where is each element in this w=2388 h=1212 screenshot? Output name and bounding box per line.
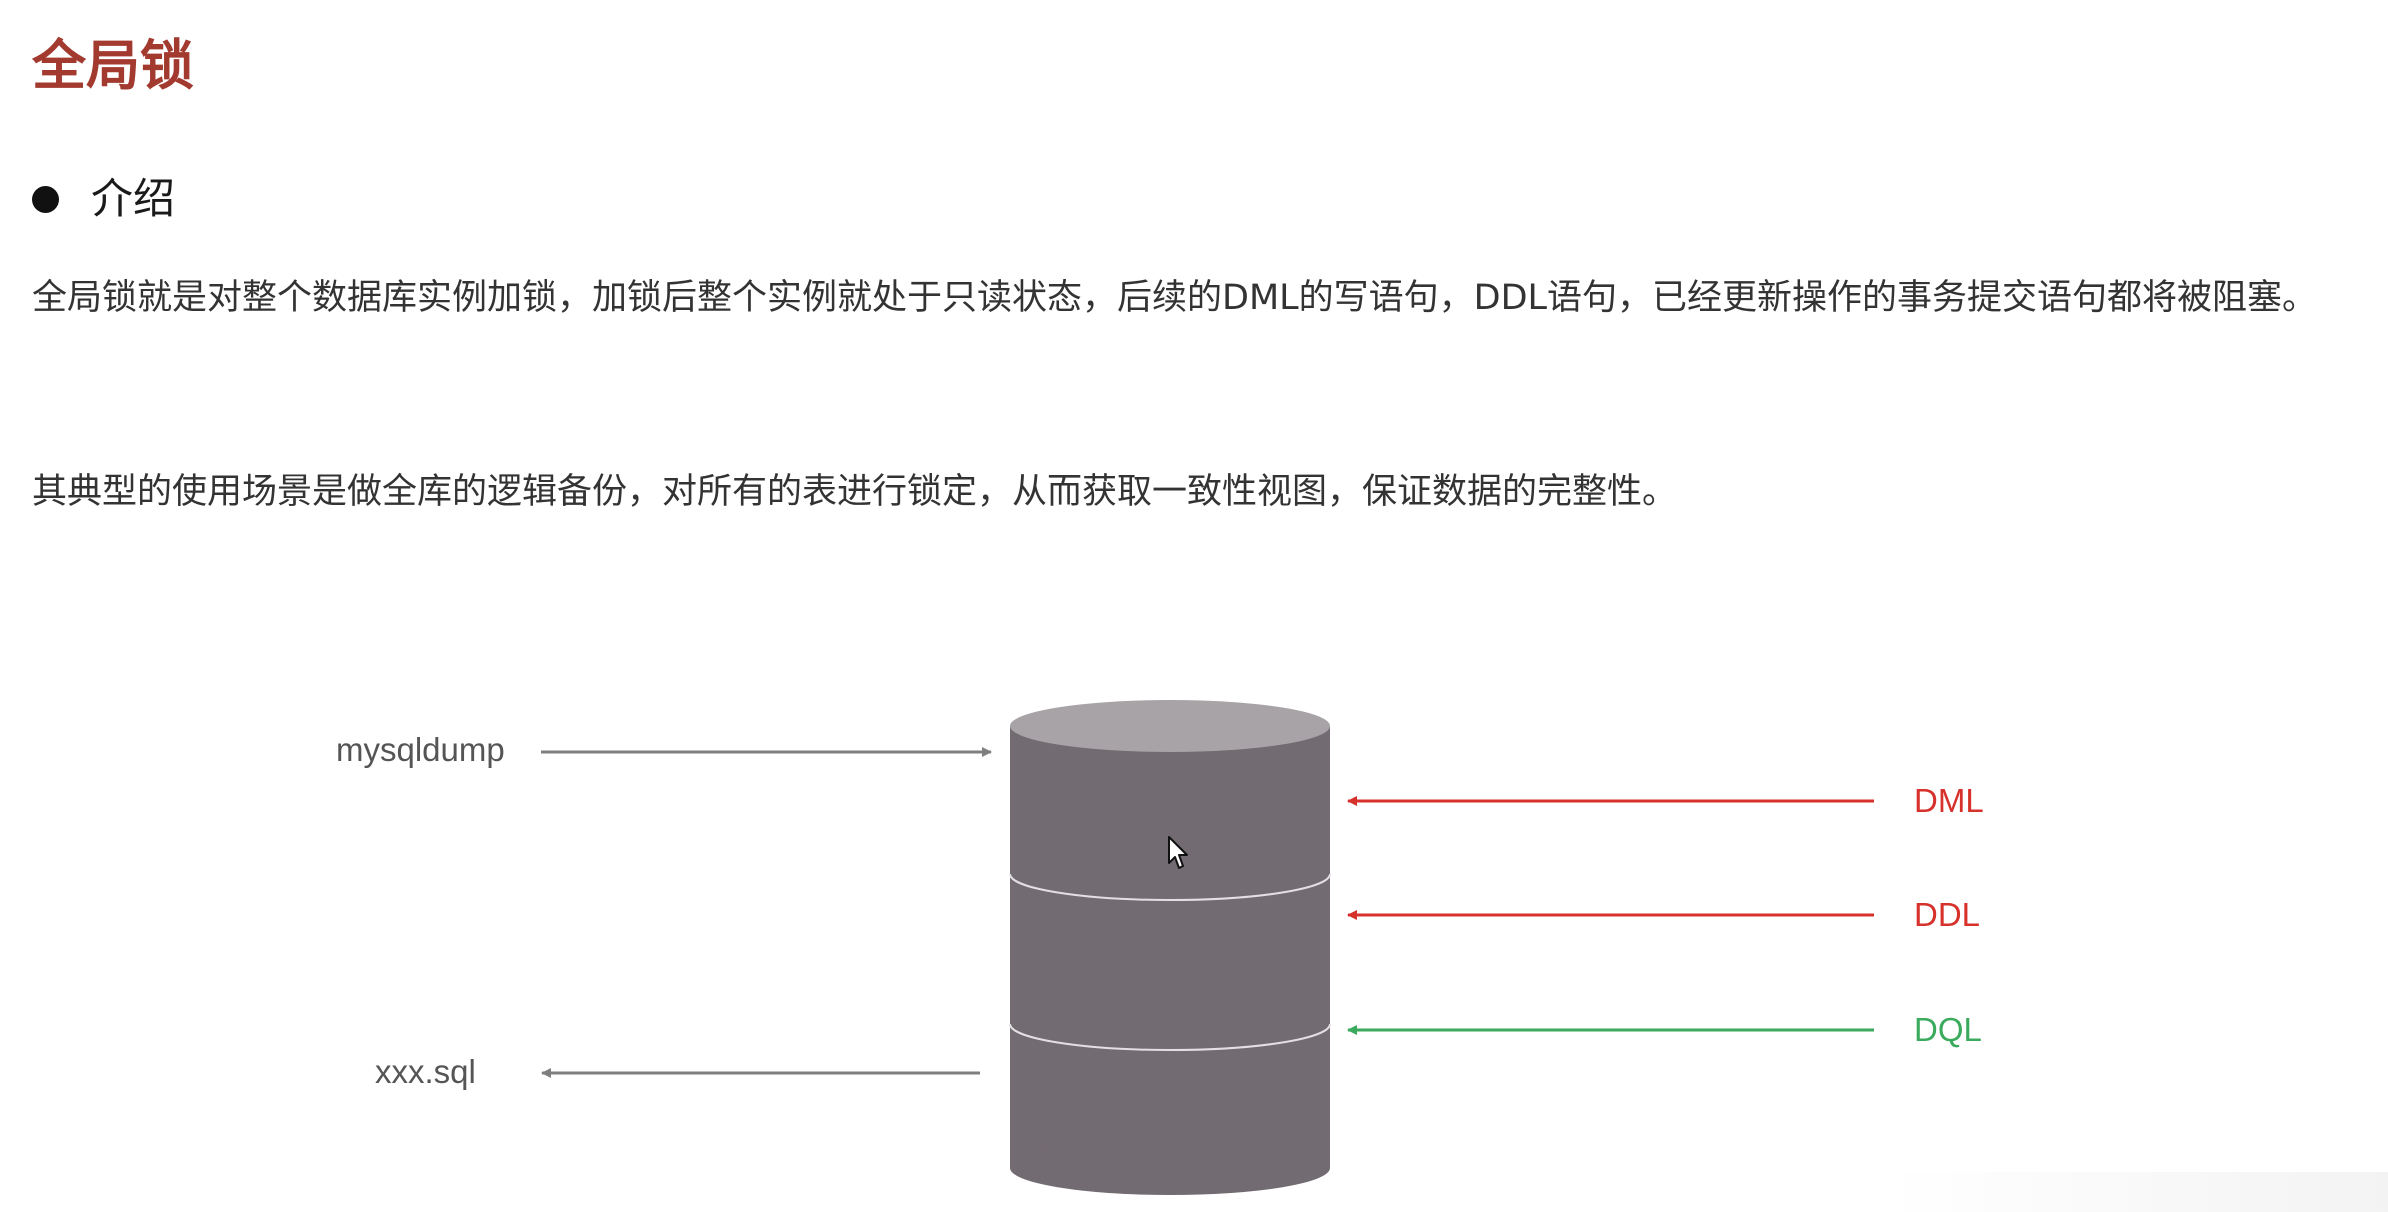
database-cylinder-icon [1009,700,1331,1195]
section-title: 介绍 [91,174,176,223]
background-shade [1888,1172,2388,1212]
dml-label: DML [1914,782,1984,819]
section-heading: 介绍 [32,164,175,234]
ddl-label: DDL [1914,896,1980,933]
mysqldump-label: mysqldump [336,731,505,768]
output-file-label: xxx.sql [375,1053,476,1090]
mouse-cursor-icon [1168,836,1188,869]
dql-label: DQL [1914,1011,1982,1048]
usage-paragraph: 其典型的使用场景是做全库的逻辑备份，对所有的表进行锁定，从而获取一致性视图，保证… [32,472,1678,512]
page-title: 全局锁 [32,34,194,97]
bullet-icon [32,185,59,213]
intro-paragraph: 全局锁就是对整个数据库实例加锁，加锁后整个实例就处于只读状态，后续的DML的写语… [32,278,2318,318]
